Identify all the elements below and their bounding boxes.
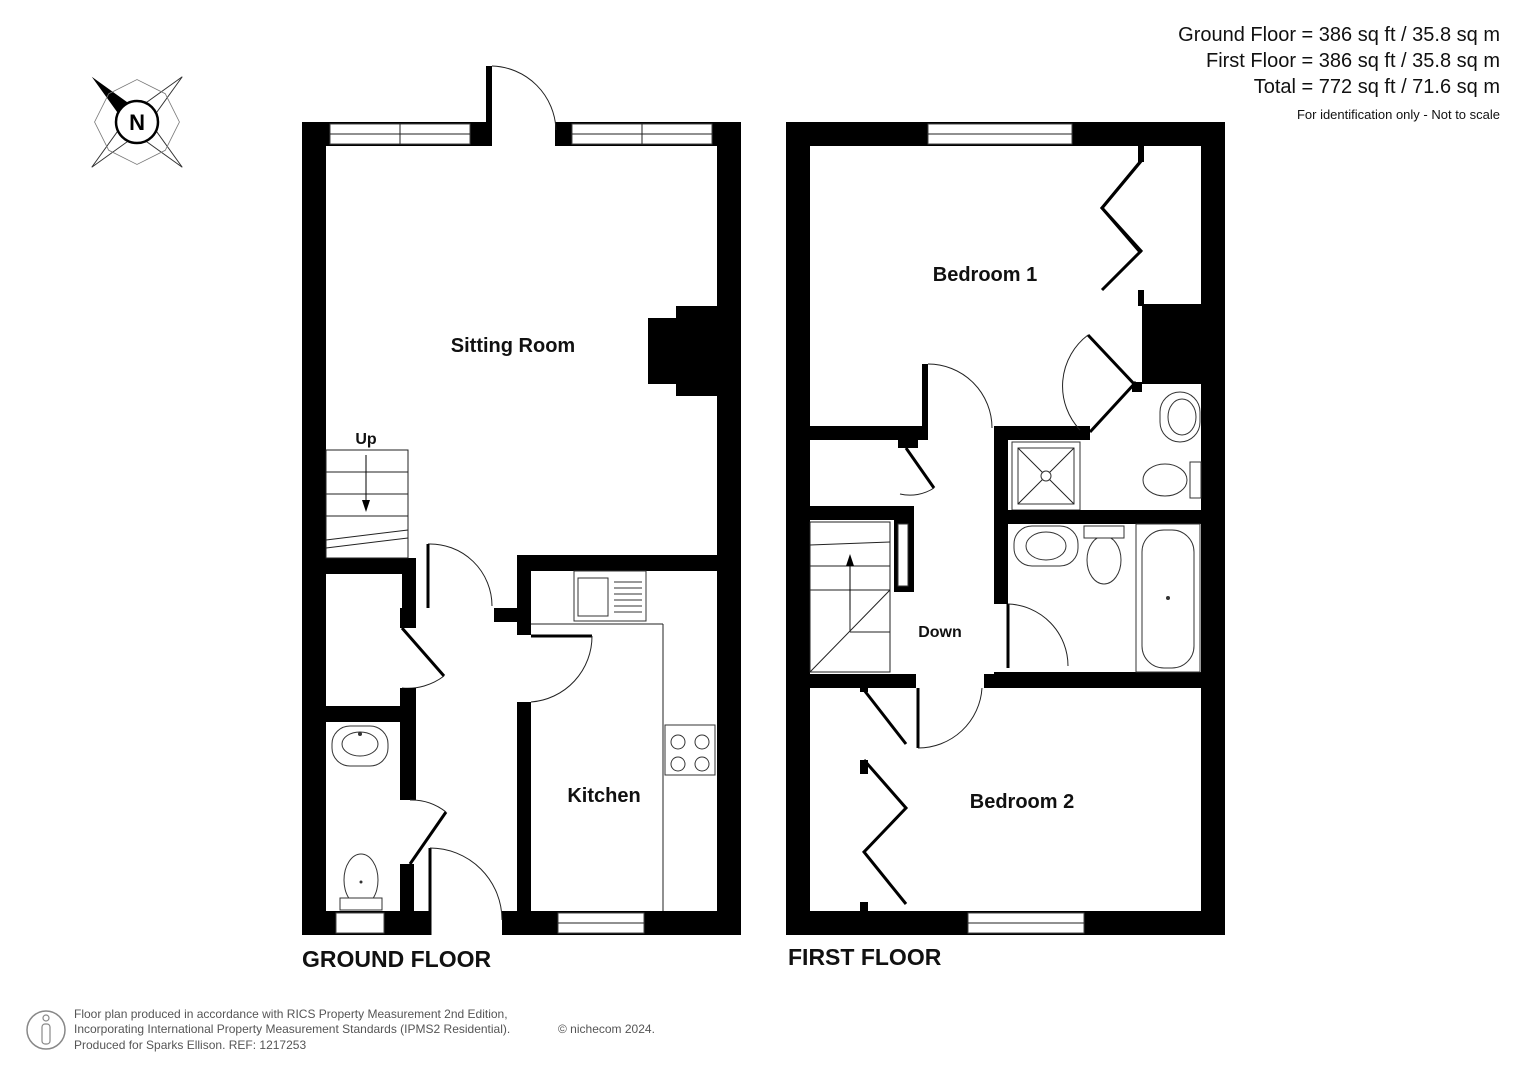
total-area: Total = 772 sq ft / 71.6 sq m [1254,76,1500,98]
ground-floor-plan: Up Sitting [302,65,741,972]
first-floor-plan: Down Bedroom 1 Bedroom 2 FIRST FLOOR [786,122,1225,970]
footer-copyright: © nichecom 2024. [558,1022,655,1036]
person-icon [26,1010,66,1050]
compass-icon: N [91,76,183,168]
stairs-down-label: Down [918,624,962,641]
ground-floor-title: GROUND FLOOR [302,946,491,972]
footer-line1: Floor plan produced in accordance with R… [74,1007,508,1021]
bedroom1-label: Bedroom 1 [933,264,1037,286]
first-floor-title: FIRST FLOOR [788,944,942,970]
footer-line2: Incorporating International Property Mea… [74,1022,510,1036]
sitting-room-label: Sitting Room [451,335,575,357]
kitchen-label: Kitchen [567,785,640,807]
stairs-up-label: Up [355,431,377,448]
ground-floor-area: Ground Floor = 386 sq ft / 35.8 sq m [1178,24,1500,46]
first-floor-area: First Floor = 386 sq ft / 35.8 sq m [1206,50,1500,72]
area-summary: Ground Floor = 386 sq ft / 35.8 sq m Fir… [1178,24,1500,122]
compass-letter: N [129,110,145,135]
footer-line3: Produced for Sparks Ellison. REF: 121725… [74,1038,306,1052]
bedroom2-label: Bedroom 2 [970,791,1074,813]
scale-note: For identification only - Not to scale [1297,107,1500,122]
footer: Floor plan produced in accordance with R… [26,1007,655,1052]
